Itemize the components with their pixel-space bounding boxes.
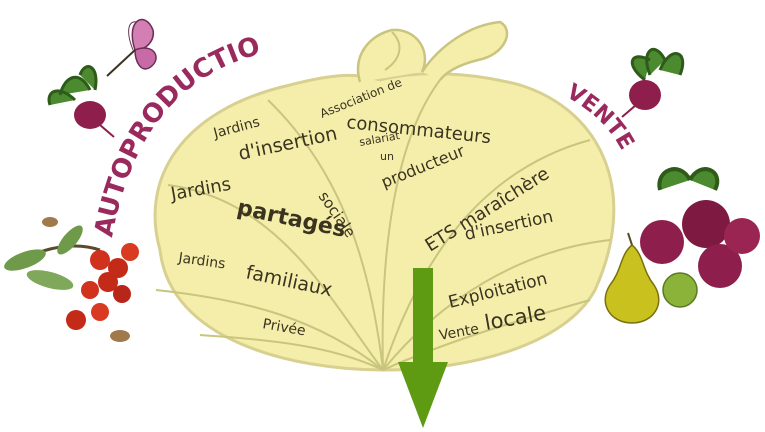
beet-icon-right — [621, 47, 685, 118]
cabbage-top-leaf-2 — [384, 31, 401, 71]
beet-bunch-icon — [640, 167, 760, 288]
pear-icon — [604, 232, 660, 324]
cabbage-top-leaves — [357, 20, 509, 83]
cherries-icon — [4, 217, 139, 342]
apple-icon — [662, 272, 698, 308]
cabbage-body — [153, 72, 616, 372]
sector-privee: Privée — [261, 316, 306, 339]
sector-jardins-familiaux-line1: Jardins — [176, 250, 226, 273]
beet-icon — [47, 65, 115, 138]
cabbage-veins — [155, 79, 611, 371]
cabbage-diagram — [153, 20, 616, 372]
butterfly-icon — [106, 18, 157, 77]
sector-association-line4: un — [380, 150, 394, 163]
sector-exploitation-line2: Vente — [438, 321, 480, 344]
down-arrow-icon — [398, 268, 448, 428]
